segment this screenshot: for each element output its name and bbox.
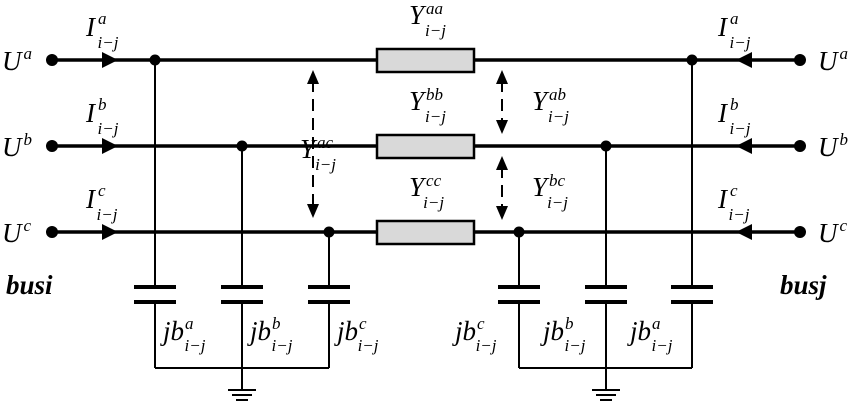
bus-label-right: busj: [780, 270, 827, 300]
coupling-arrow-bc-head-up: [496, 156, 508, 170]
terminal-left-a: [46, 54, 58, 66]
arrow-left-b: [102, 138, 118, 154]
arrow-right-c: [736, 224, 752, 240]
series-admittance-aa: [375, 47, 476, 74]
ground-symbol-right: [592, 389, 620, 401]
series-admittance-bb: [375, 133, 476, 160]
series-admittance-cc: [375, 219, 476, 246]
current-arrows: [102, 52, 752, 240]
coupling-arrow-ab-head-up: [496, 70, 508, 84]
ground-symbol-left: [228, 389, 256, 401]
coupling-arrow-bc-head-down: [496, 206, 508, 220]
coupling-arrow-ab-head-down: [496, 120, 508, 134]
coupling-arrow-ac-head-up: [307, 70, 319, 84]
terminal-left-b: [46, 140, 58, 152]
terminal-right-c: [794, 226, 806, 238]
arrow-left-a: [102, 52, 118, 68]
bus-label-left: busi: [6, 270, 53, 300]
junctions: [149, 54, 698, 238]
series-admittances: [375, 47, 476, 246]
terminal-right-a: [794, 54, 806, 66]
terminals: [46, 54, 806, 238]
terminal-right-b: [794, 140, 806, 152]
mutual-coupling-arrows: [307, 70, 508, 220]
coupling-arrow-ac-head-down: [307, 204, 319, 218]
shunt-branches: [134, 60, 713, 390]
arrow-left-c: [102, 224, 118, 240]
arrow-right-a: [736, 52, 752, 68]
arrow-right-b: [736, 138, 752, 154]
terminal-left-c: [46, 226, 58, 238]
